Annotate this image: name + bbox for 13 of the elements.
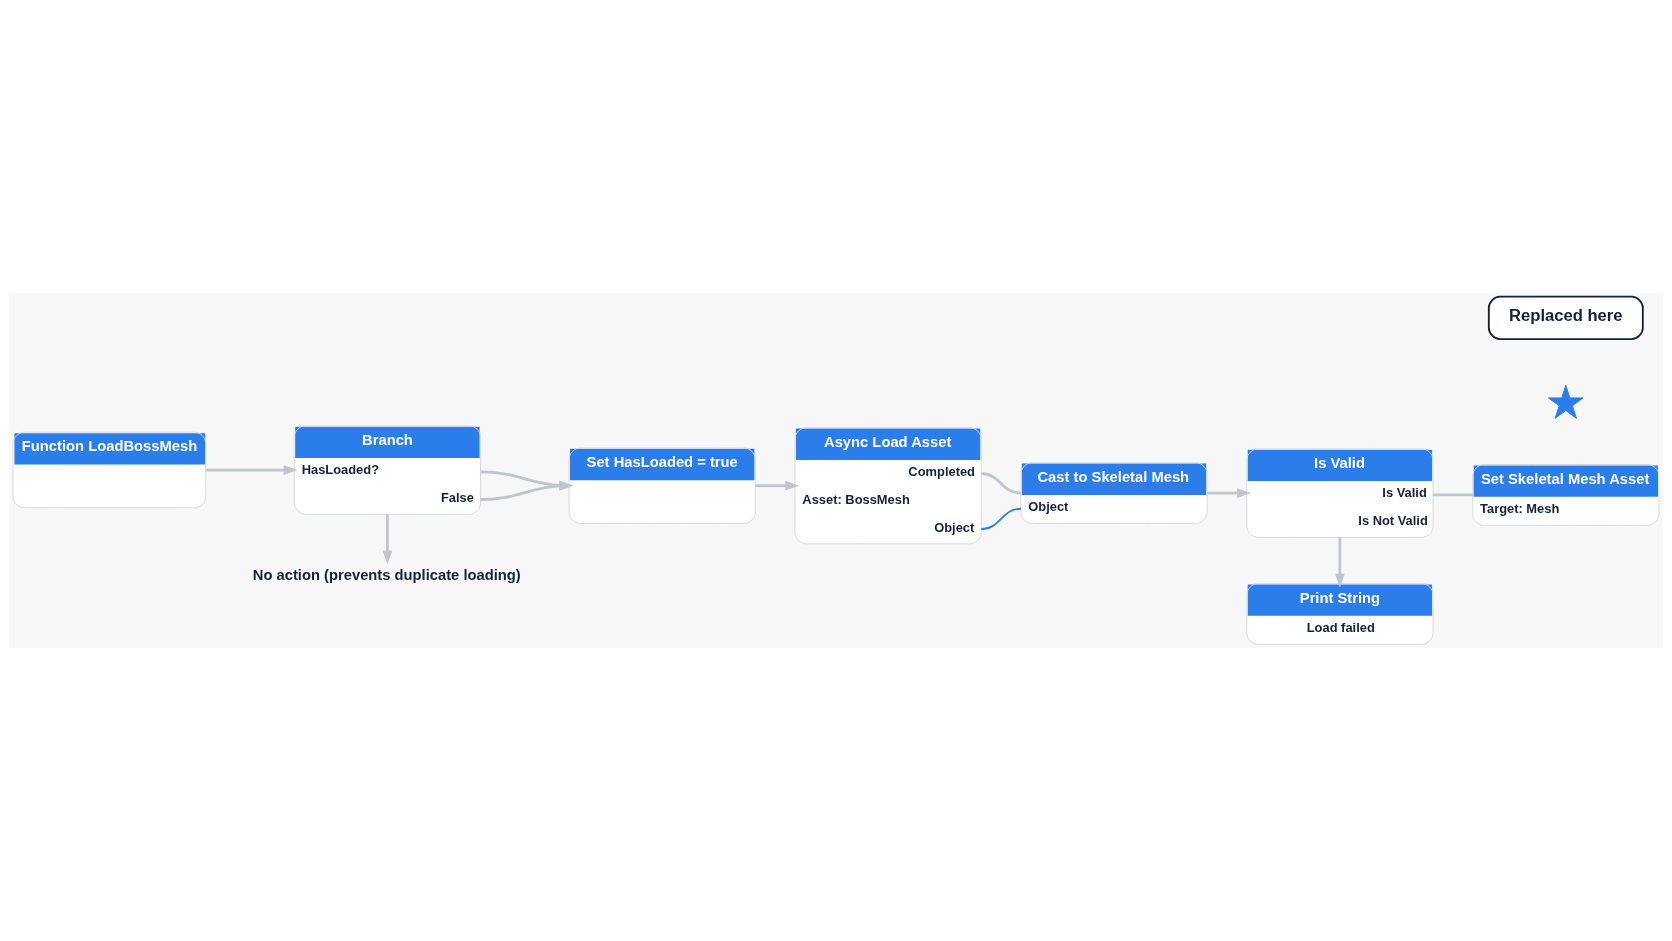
node-text: No action (prevents duplicate loading) (252, 566, 521, 583)
arrow (382, 514, 393, 565)
connector (1433, 493, 1473, 497)
arrow (205, 465, 298, 475)
node-star (1548, 384, 1584, 419)
arrow (1335, 537, 1345, 588)
arrow (480, 470, 574, 491)
arrow (755, 480, 800, 491)
arrow (480, 481, 574, 501)
arrow (1207, 488, 1251, 498)
connector (981, 472, 1021, 495)
connector (980, 507, 1022, 530)
node-box: Replaced here (1487, 295, 1644, 341)
